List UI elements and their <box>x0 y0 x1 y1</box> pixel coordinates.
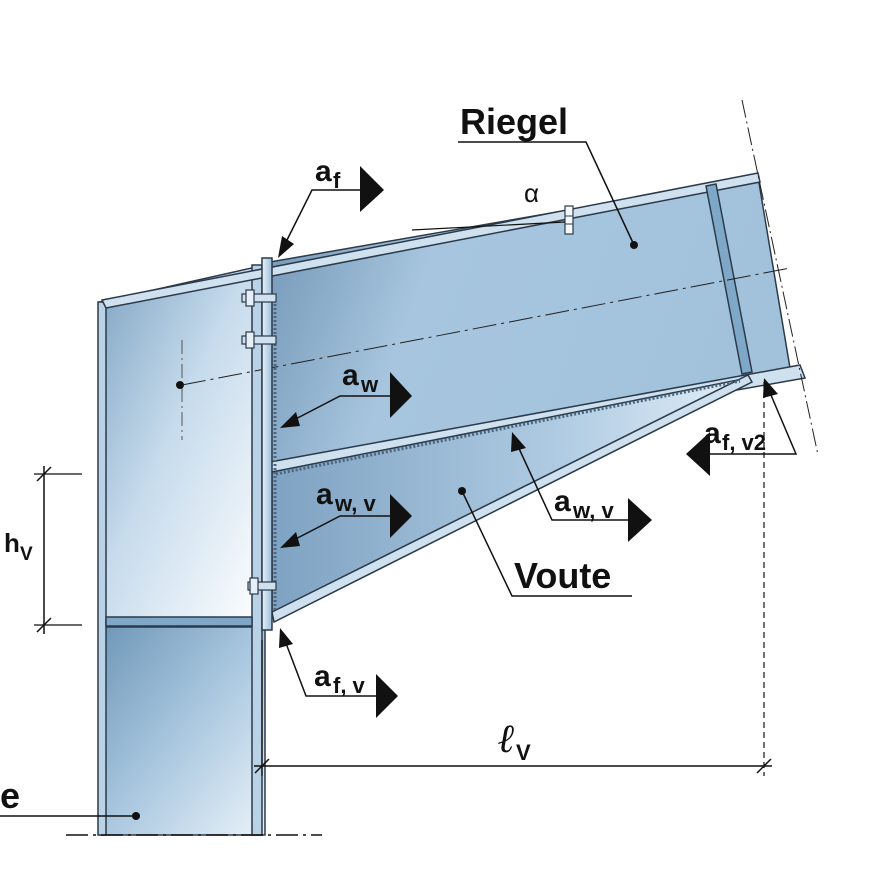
aw-sub: w <box>360 372 379 397</box>
afv-leader <box>283 637 376 697</box>
awv-right-arrowhead <box>511 432 526 452</box>
aw-leader <box>285 395 390 425</box>
column-label-group: e <box>0 775 140 820</box>
voute-weld-line <box>275 379 741 476</box>
column-label: e <box>0 775 20 816</box>
aw-main: a <box>342 359 359 392</box>
afv-sub: f, v <box>333 673 366 698</box>
weld-awv-right: a w, v <box>511 432 652 542</box>
af-sub: f <box>333 168 341 193</box>
af-arrowhead <box>278 236 294 258</box>
column-inner-flange <box>251 264 263 836</box>
afv-weld-triangle <box>376 674 398 718</box>
afv2-leader <box>710 387 798 455</box>
afv-main: a <box>314 660 331 693</box>
hv-tick-bottom <box>36 617 52 633</box>
weld-afv2: a f, v2 <box>686 378 798 476</box>
afv2-sub: f, v2 <box>722 430 766 455</box>
dimension-lv: ℓ V <box>254 382 772 776</box>
voute-label-group: Voute <box>461 490 632 597</box>
lv-tick-right <box>756 758 772 774</box>
end-plate-body <box>261 257 273 631</box>
aw-arrowhead <box>280 412 300 428</box>
alpha-bolt <box>564 205 574 235</box>
column <box>66 264 322 836</box>
afv-arrowhead <box>279 628 293 648</box>
alpha-group: α <box>411 178 566 231</box>
dimension-hv: h V <box>4 466 82 634</box>
hv-sub: V <box>20 544 33 565</box>
column-node-dot <box>176 381 184 389</box>
hv-tick-top <box>36 466 52 482</box>
alpha-label: α <box>524 178 539 208</box>
voute-label: Voute <box>514 555 611 596</box>
column-upper-web <box>99 264 266 621</box>
afv2-arrowhead <box>763 378 778 398</box>
weld-afv: a f, v <box>279 628 398 718</box>
awv-left-weld-triangle <box>390 494 412 538</box>
voute-leader <box>461 490 632 597</box>
column-outer-flange <box>97 301 107 836</box>
lv-sub: V <box>516 740 531 765</box>
awv-left-sub: w, v <box>334 491 377 516</box>
awv-right-leader <box>515 441 628 521</box>
awv-left-leader <box>285 515 390 545</box>
bolt-bottom <box>247 577 277 595</box>
riegel-label: Riegel <box>460 101 568 142</box>
aw-weld-triangle <box>390 372 412 418</box>
lv-tick-left <box>254 758 270 774</box>
af-leader <box>281 189 360 251</box>
awv-right-sub: w, v <box>572 498 615 523</box>
awv-right-main: a <box>554 485 571 518</box>
af-weld-triangle <box>360 166 384 212</box>
voute-haunch <box>271 374 754 624</box>
awv-right-weld-triangle <box>628 498 652 542</box>
alpha-line <box>411 221 566 231</box>
riegel-leader <box>458 141 635 246</box>
weld-awv-left: a w, v <box>280 478 412 548</box>
af-main: a <box>315 155 332 188</box>
awv-left-arrowhead <box>280 532 300 548</box>
riegel-label-group: Riegel <box>458 101 635 246</box>
end-plate <box>241 205 574 631</box>
weld-af: a f <box>278 155 384 258</box>
column-pointer-dot <box>132 812 140 820</box>
afv2-weld-triangle <box>686 432 710 476</box>
lv-main: ℓ <box>498 716 515 761</box>
hv-main: h <box>4 528 20 558</box>
weld-aw: a w <box>280 359 412 428</box>
beam-end-stiffener <box>705 183 753 375</box>
beam-axis <box>181 267 791 386</box>
voute-bottom-flange <box>271 374 754 624</box>
awv-left-main: a <box>316 478 333 511</box>
column-lower-web <box>99 626 266 836</box>
column-stiffener <box>105 616 253 627</box>
bolt-top-1 <box>241 289 277 307</box>
beam-cut-line <box>741 99 819 456</box>
bolt-top-2 <box>241 331 277 349</box>
